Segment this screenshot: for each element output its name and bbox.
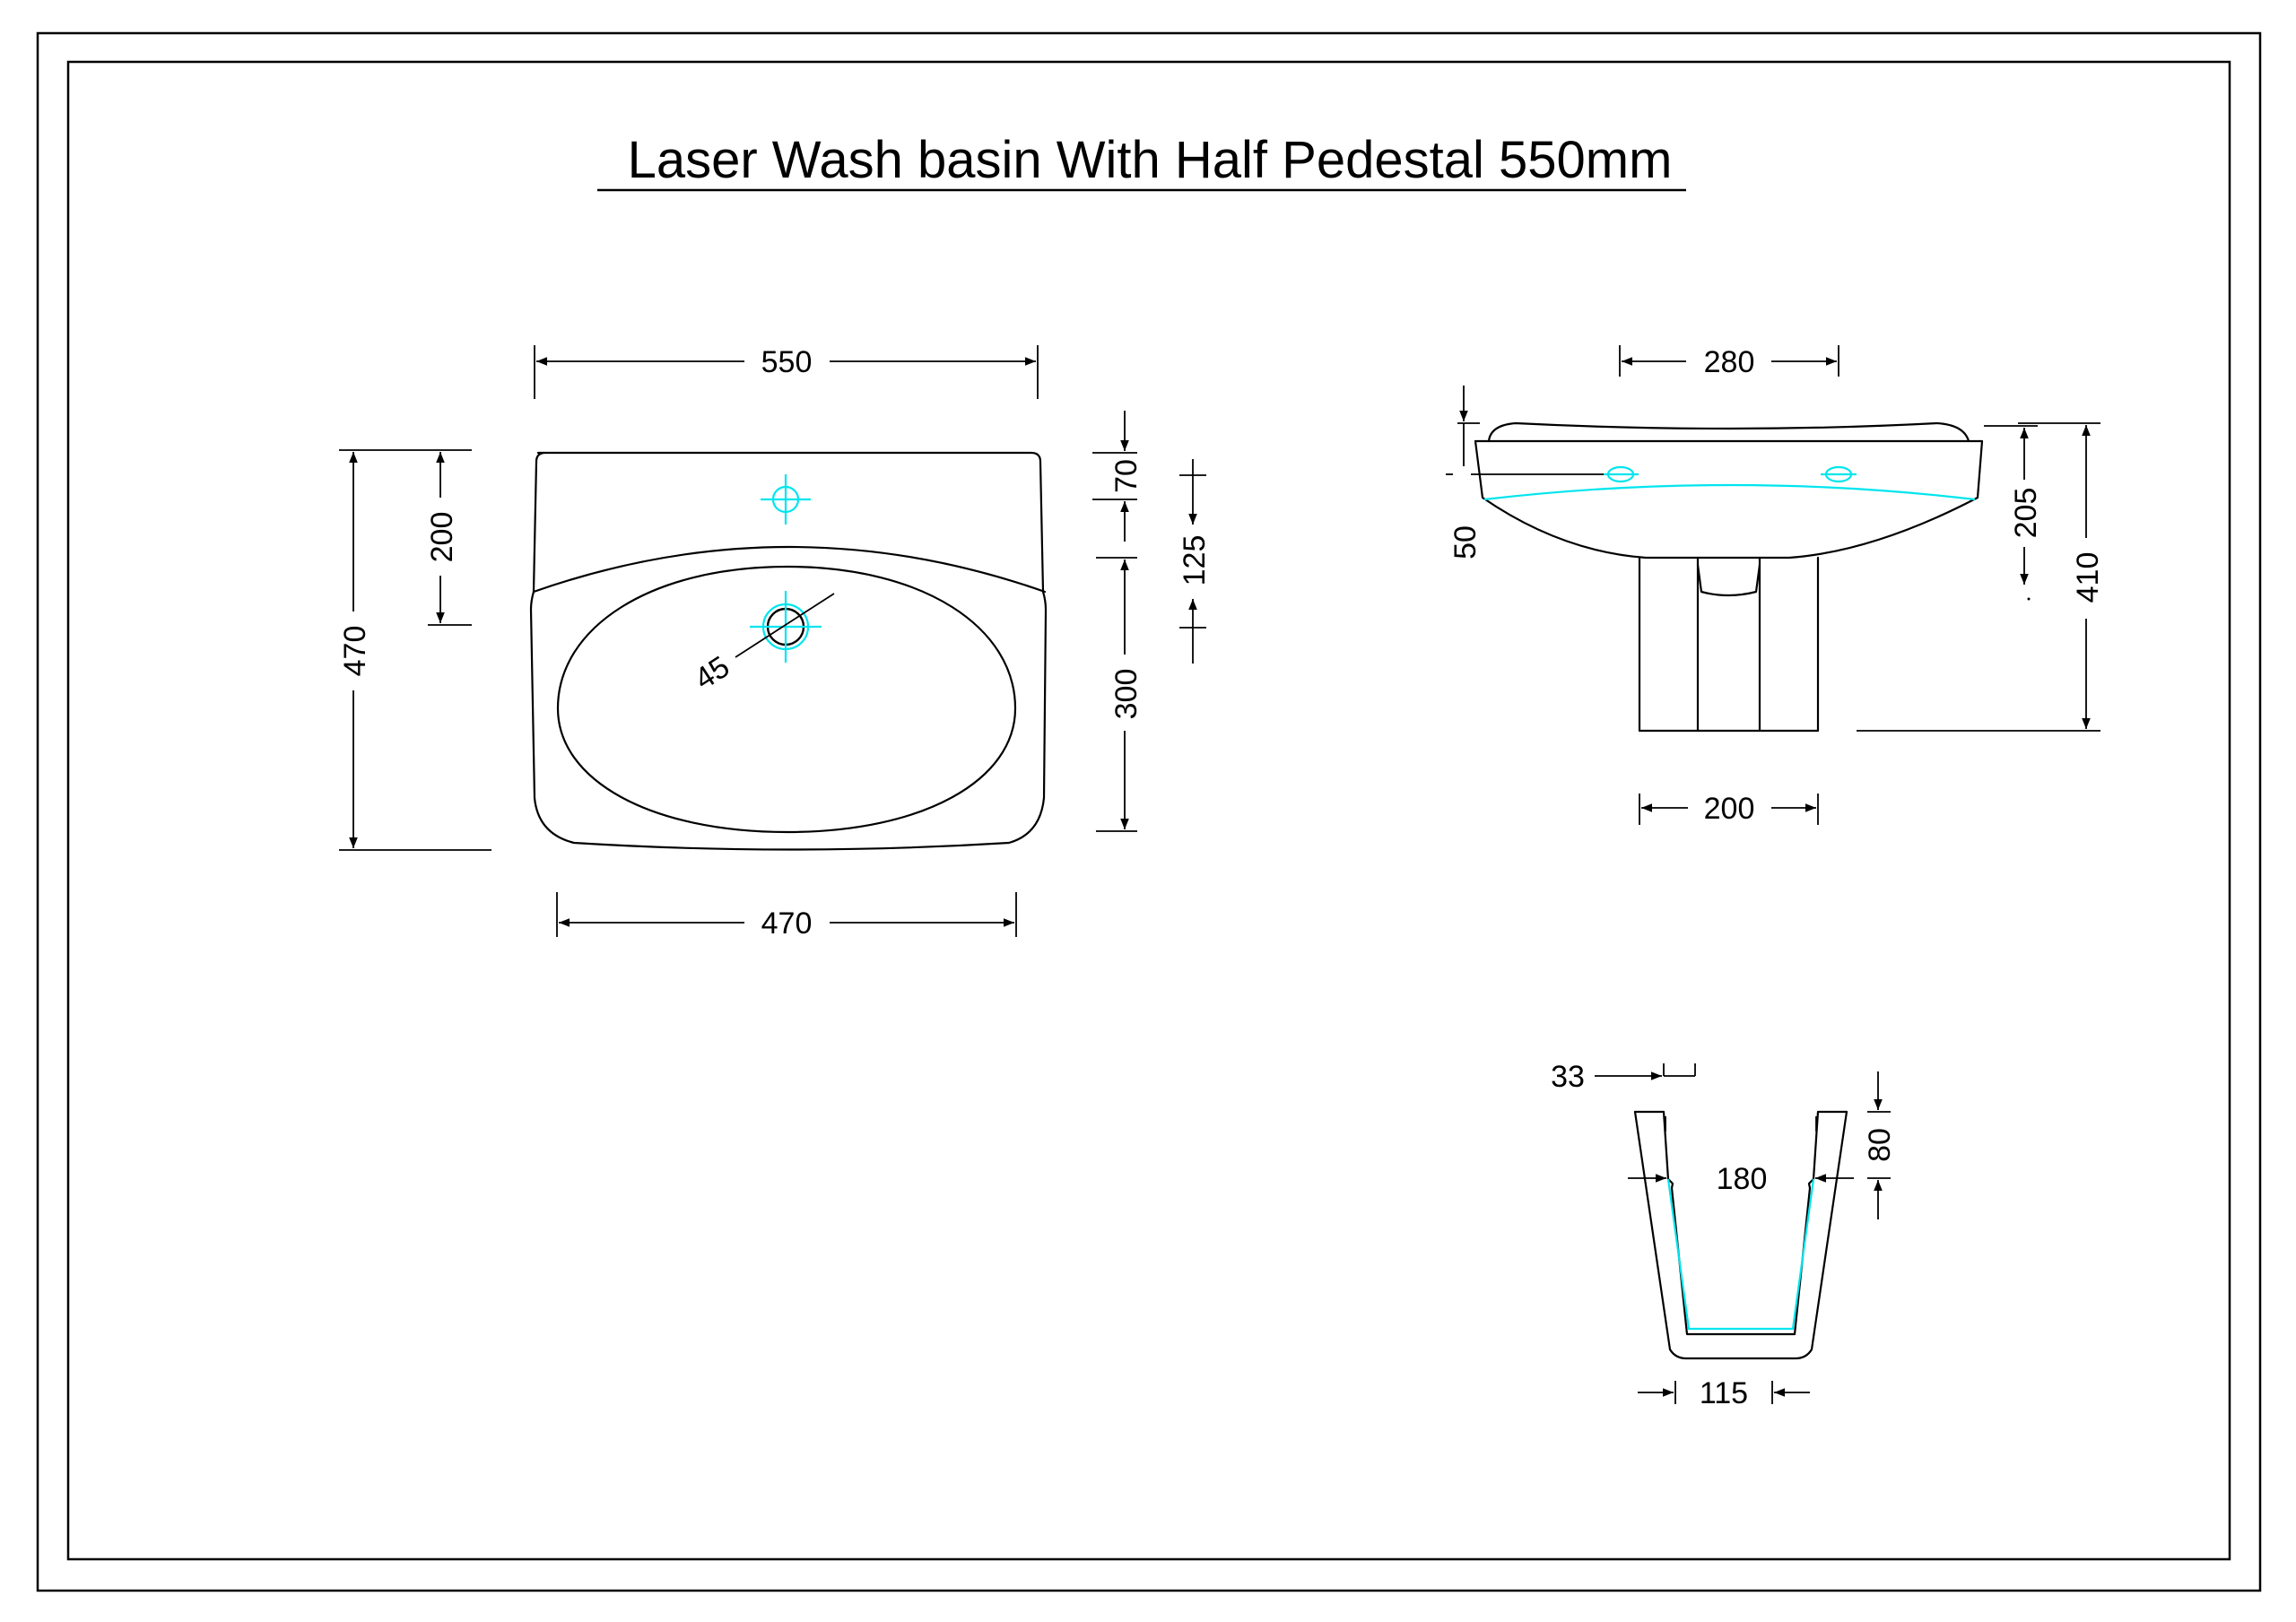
dim-side-tap-offset: 50: [1448, 525, 1483, 559]
deck-line: [532, 545, 1047, 594]
basin-outline: [529, 451, 1048, 851]
waste-leader: [735, 593, 835, 658]
dim-total-height: 410: [2071, 552, 2105, 603]
dim-tap-offset: 70: [1109, 459, 1144, 493]
inner-frame: [66, 60, 2231, 1561]
top-view: [529, 451, 1048, 851]
dim-basin-height: 205: [2009, 488, 2043, 539]
dim-bowl-depth: 300: [1109, 669, 1144, 720]
pedestal-outer: [1633, 1110, 1848, 1336]
outer-frame: [36, 31, 2262, 1592]
basin-body: [1474, 439, 1984, 559]
side-view: [1474, 421, 1984, 733]
dim-waste-diameter: 45: [689, 650, 735, 697]
basin-cyan-curve: [1483, 483, 1976, 501]
side-view-dimensions: 280 50 205 410 200: [1446, 345, 2105, 826]
dim-lip-depth: 80: [1863, 1128, 1897, 1162]
dim-bottom-width: 115: [1700, 1376, 1748, 1410]
top-view-dimensions: 550 470 200 70 125 300 47: [338, 345, 1212, 941]
basin-rim: [1487, 421, 1970, 443]
waste-trap: [1696, 563, 1761, 597]
dim-overall-width: 550: [761, 345, 813, 379]
dim-bowl-width: 470: [761, 906, 813, 941]
drawing-title: Laser Wash basin With Half Pedestal 550m…: [628, 131, 1673, 189]
dim-side-depth: 280: [1704, 345, 1755, 379]
pedestal: [1638, 556, 1820, 733]
pedestal-outer-skin: [1633, 1110, 1848, 1360]
dim-top-inner: 180: [1717, 1162, 1768, 1196]
pedestal-inner-cyan: [1666, 1178, 1815, 1331]
dim-wall-thickness: 33: [1551, 1060, 1585, 1094]
dim-edge-to-waste: 125: [1178, 535, 1212, 586]
dim-overall-depth: 470: [338, 626, 372, 677]
pedestal-section: [1633, 1110, 1848, 1360]
pedestal-dimensions: 33 180 80 115: [1551, 1060, 1897, 1410]
dim-pedestal-width: 200: [1704, 792, 1755, 826]
dim-back-to-bowl: 200: [425, 512, 459, 563]
bowl-outline: [556, 565, 1017, 834]
